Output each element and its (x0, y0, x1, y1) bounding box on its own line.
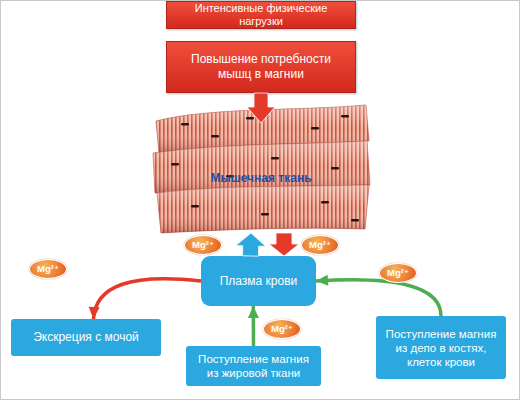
node-text: Экскреция с мочой (33, 330, 139, 345)
flow-arrow (247, 93, 275, 123)
flow-arrow (269, 233, 299, 256)
arrow-head (89, 307, 100, 319)
ion-badge: Mg²⁺ (29, 259, 67, 279)
node-text: Повышение потребности мышц в магнии (173, 52, 349, 82)
ion-badge: Mg²⁺ (379, 263, 417, 283)
flow-arrow (316, 275, 441, 316)
node-text: Мышечная ткань (210, 171, 311, 186)
node-text: Поступление магния из жировой ткани (192, 352, 315, 380)
flow-line (316, 280, 441, 316)
cause-box: Интенсивные физические нагрузки (166, 1, 356, 29)
flow-arrow (236, 233, 266, 256)
node-text: Поступление магния из депо в костях, кле… (382, 327, 500, 369)
excretion-box: Экскреция с мочой (11, 319, 161, 356)
ion-badge: Mg²⁺ (263, 319, 301, 339)
block-arrow (269, 233, 299, 256)
flow-arrow (248, 306, 259, 346)
node-text: Плазма крови (220, 274, 298, 289)
muscle-illustration (151, 101, 371, 236)
arrow-head (316, 275, 328, 286)
source-box: Поступление магния из жировой ткани (186, 346, 321, 386)
muscle-tissue: Мышечная ткань (151, 123, 371, 233)
node-text: Интенсивные физические нагрузки (173, 2, 349, 28)
ion-badge: Mg²⁺ (301, 235, 339, 255)
flow-arrow (89, 279, 201, 319)
flow-line (252, 306, 256, 346)
source-box: Поступление магния из депо в костях, кле… (376, 316, 506, 379)
block-arrow (236, 233, 266, 256)
block-arrow (247, 93, 275, 123)
arrow-head (248, 306, 259, 318)
flow-line (94, 279, 202, 319)
effect-box: Повышение потребности мышц в магнии (166, 41, 356, 93)
plasma-box: Плазма крови (201, 256, 316, 306)
ion-badge: Mg²⁺ (184, 235, 222, 255)
